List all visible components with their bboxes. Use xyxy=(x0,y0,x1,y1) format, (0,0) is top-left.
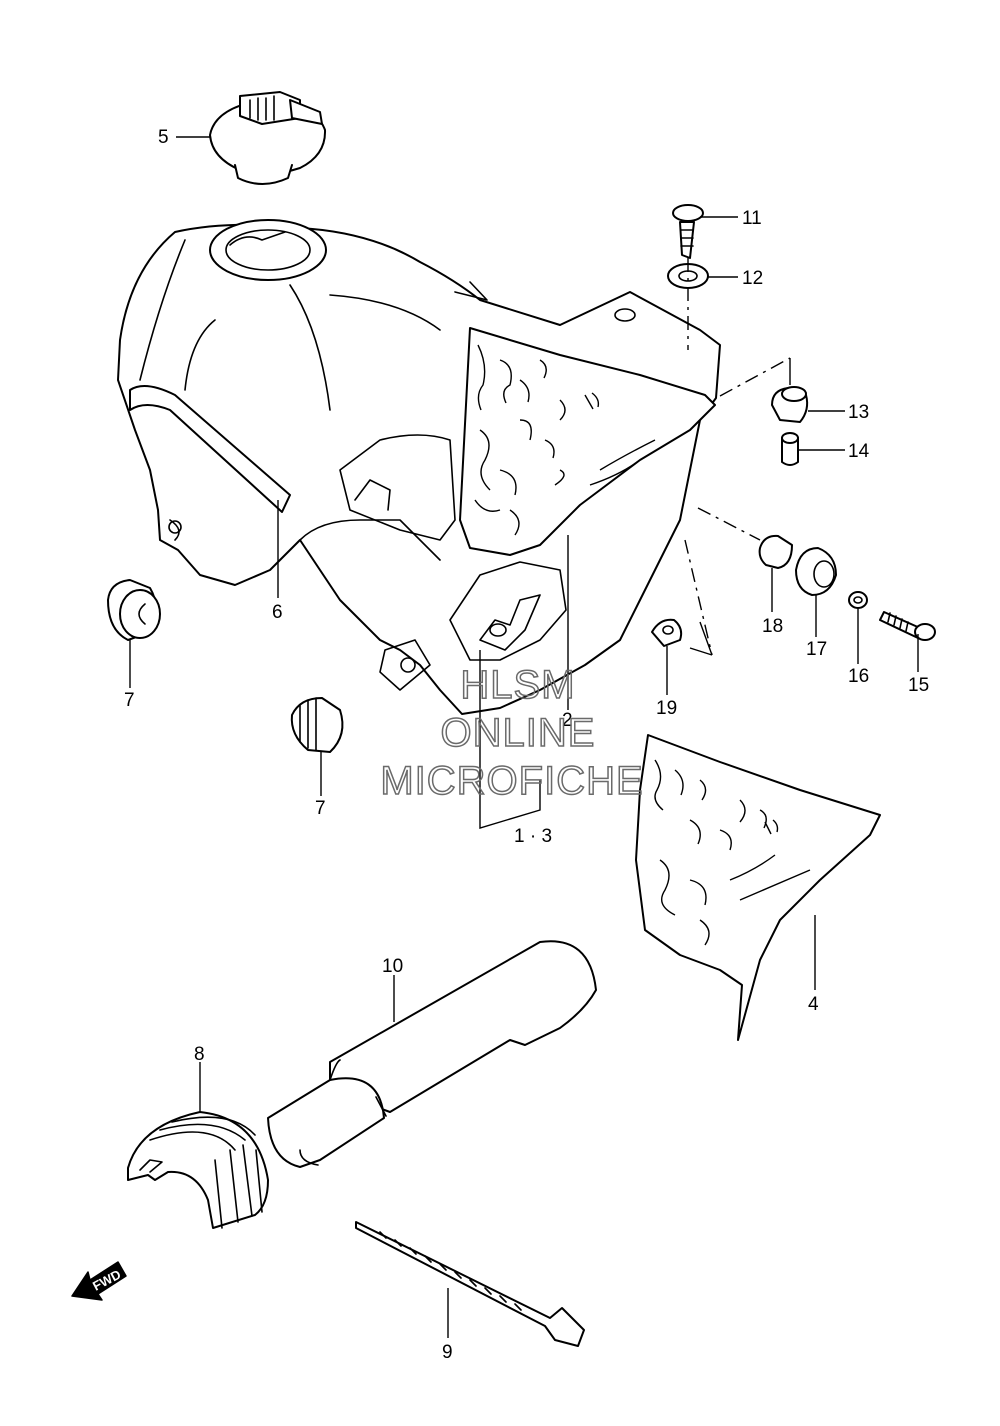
watermark-line-2: ONLINE xyxy=(441,711,596,755)
callout-14: 14 xyxy=(848,441,870,462)
grommet-lower xyxy=(290,697,344,753)
clamp-8 xyxy=(127,1111,269,1229)
callout-12: 12 xyxy=(742,268,763,289)
tube-10 xyxy=(267,940,597,1168)
damper-13 xyxy=(771,386,809,423)
callout-19: 19 xyxy=(656,698,677,719)
tank-side-cover-right xyxy=(459,327,716,556)
callout-4: 4 xyxy=(808,994,819,1015)
forward-direction-arrow-icon: FWD xyxy=(71,1261,127,1301)
assembly-lines xyxy=(684,258,791,656)
cushion-18 xyxy=(758,534,793,569)
tank-side-cover-left xyxy=(635,734,881,1041)
fuel-cap-part xyxy=(209,91,327,185)
grommet-upper xyxy=(107,579,161,641)
watermark: HLSM ONLINE MICROFICHE xyxy=(380,662,644,804)
collar-14 xyxy=(781,432,799,466)
spacer-17 xyxy=(795,547,837,596)
callout-16: 16 xyxy=(848,666,869,687)
callout-2: 2 xyxy=(562,710,573,731)
nut-16 xyxy=(848,591,868,609)
cable-tie-9 xyxy=(355,1221,585,1347)
nut-19 xyxy=(651,618,683,647)
callout-10: 10 xyxy=(382,956,403,977)
callout-5: 5 xyxy=(158,127,169,148)
fuel-tank-part xyxy=(117,219,721,715)
callout-leaders xyxy=(129,136,919,1338)
callout-18: 18 xyxy=(762,616,783,637)
watermark-line-1: HLSM xyxy=(460,663,575,707)
callout-1-3: 1 · 3 xyxy=(514,826,552,847)
callout-labels: 5 6 7 7 2 1 · 3 4 10 8 9 11 12 13 14 15 … xyxy=(124,127,929,1363)
watermark-line-3: MICROFICHE xyxy=(380,759,643,803)
bolt-11 xyxy=(672,204,704,259)
callout-17: 17 xyxy=(806,639,827,660)
callout-7-lower: 7 xyxy=(315,798,326,819)
callout-13: 13 xyxy=(848,402,869,423)
callout-9: 9 xyxy=(442,1342,453,1363)
callout-11: 11 xyxy=(742,208,762,229)
callout-8: 8 xyxy=(194,1044,205,1065)
fwd-label: FWD xyxy=(90,1267,123,1294)
callout-15: 15 xyxy=(908,675,929,696)
callout-6: 6 xyxy=(272,602,283,623)
callout-7-upper: 7 xyxy=(124,690,135,711)
bolt-15 xyxy=(879,611,936,641)
